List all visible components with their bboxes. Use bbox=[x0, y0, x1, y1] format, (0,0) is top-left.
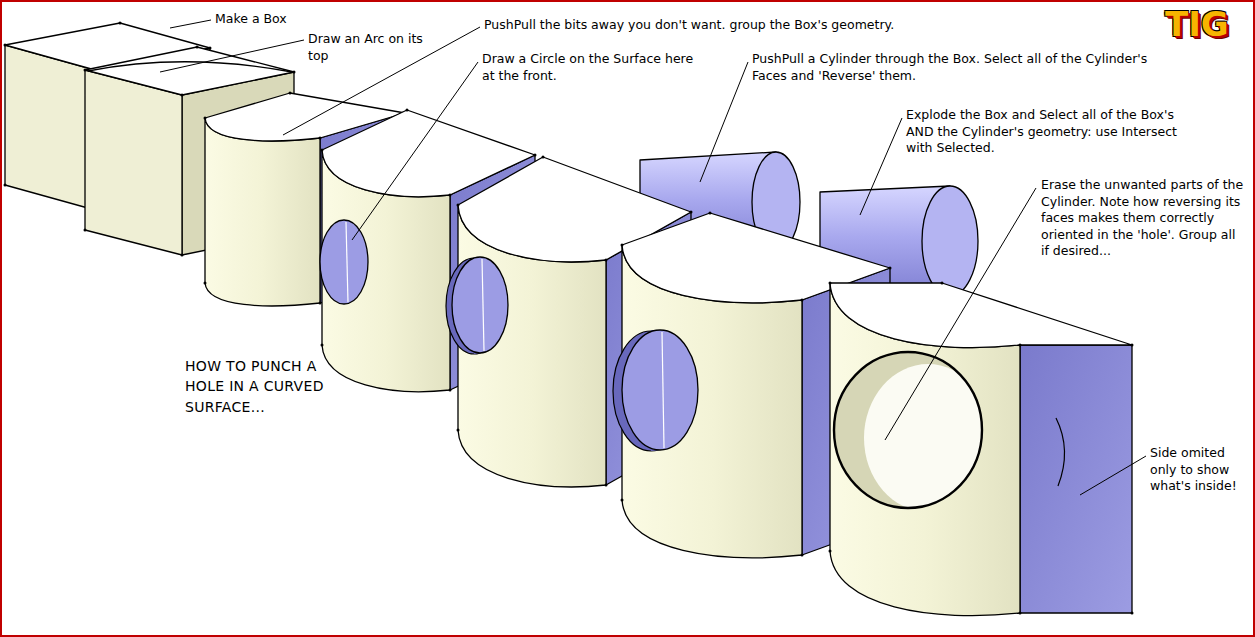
circle-disc bbox=[622, 330, 698, 450]
hole-outline bbox=[834, 352, 982, 508]
leader-lines bbox=[160, 20, 1146, 495]
circle-face bbox=[320, 220, 368, 304]
vertex-dot bbox=[406, 109, 409, 112]
vertex-dot bbox=[319, 137, 322, 140]
leader-line bbox=[885, 188, 1036, 440]
rounded-block bbox=[829, 282, 1134, 616]
vertex-dot bbox=[829, 282, 832, 285]
leader-line bbox=[352, 62, 478, 240]
vertex-dot bbox=[941, 282, 944, 285]
vertex-dot bbox=[209, 47, 212, 50]
vertex-dot bbox=[457, 429, 460, 432]
callout-note: PushPull a Cylinder through the Box. Sel… bbox=[752, 51, 1167, 84]
circle-seam bbox=[482, 259, 484, 351]
vertex-dot bbox=[1131, 344, 1134, 347]
cylinder-cap bbox=[922, 186, 978, 296]
leader-line bbox=[700, 62, 748, 182]
box-front bbox=[5, 45, 95, 210]
vertex-dot bbox=[321, 344, 324, 347]
open-side-face bbox=[1020, 345, 1132, 613]
leader-line bbox=[170, 20, 211, 28]
vertex-dot bbox=[690, 211, 693, 214]
callout-note: Side omited only to show what's inside! bbox=[1150, 445, 1250, 495]
vertex-dot bbox=[534, 154, 537, 157]
vertex-dot bbox=[4, 184, 7, 187]
vertex-dot bbox=[4, 44, 7, 47]
vertex-dot bbox=[801, 554, 804, 557]
vertex-dot bbox=[1131, 612, 1134, 615]
leader-line bbox=[860, 118, 902, 215]
circle-face bbox=[446, 257, 508, 354]
callout-note: Explode the Box and Select all of the Bo… bbox=[906, 107, 1186, 157]
diagram-title: HOW TO PUNCH A HOLE IN A CURVED SURFACE.… bbox=[185, 356, 337, 417]
circle-disc bbox=[320, 220, 368, 304]
leader-line bbox=[160, 40, 304, 72]
vertex-dot bbox=[196, 46, 199, 49]
hole-inside bbox=[864, 364, 992, 512]
vertex-dot bbox=[119, 22, 122, 25]
vertex-dot bbox=[449, 194, 452, 197]
arc-line bbox=[88, 62, 292, 72]
vertex-dot bbox=[829, 550, 832, 553]
vertex-dot bbox=[321, 149, 324, 152]
vertex-dot bbox=[709, 212, 712, 215]
hole-exit-line bbox=[1056, 418, 1065, 486]
circle-seam bbox=[662, 332, 664, 448]
vertex-dot bbox=[801, 299, 804, 302]
vertex-dot bbox=[449, 389, 452, 392]
vertex-dot bbox=[889, 267, 892, 270]
vertex-dot bbox=[319, 302, 322, 305]
vertex-dot bbox=[84, 69, 87, 72]
vertex-dot bbox=[1019, 344, 1022, 347]
box-front bbox=[85, 70, 182, 255]
vertex-dot bbox=[181, 94, 184, 97]
vertex-dot bbox=[457, 204, 460, 207]
curved-face bbox=[205, 118, 320, 306]
vertex-dot bbox=[621, 499, 624, 502]
vertex-dot bbox=[605, 259, 608, 262]
circle-disc bbox=[452, 257, 508, 353]
circle-seam bbox=[346, 222, 348, 302]
leader-line bbox=[283, 27, 480, 135]
vertex-dot bbox=[204, 117, 207, 120]
author-logo: TIG bbox=[1165, 6, 1229, 43]
vertex-dot bbox=[542, 156, 545, 159]
vertex-dot bbox=[204, 282, 207, 285]
leader-line bbox=[1080, 456, 1146, 495]
callout-note: PushPull the bits away you don't want. g… bbox=[484, 17, 894, 34]
vertex-dot bbox=[181, 254, 184, 257]
vertex-dot bbox=[605, 484, 608, 487]
vertex-dot bbox=[621, 244, 624, 247]
callout-note: Make a Box bbox=[215, 11, 287, 28]
callout-note: Draw an Arc on its top bbox=[308, 31, 426, 64]
vertex-dot bbox=[289, 92, 292, 95]
callout-note: Erase the unwanted parts of the Cylinder… bbox=[1041, 177, 1246, 260]
box-top bbox=[85, 47, 294, 95]
circle-face bbox=[613, 330, 698, 451]
vertex-dot bbox=[1019, 612, 1022, 615]
vertex-dot bbox=[293, 71, 296, 74]
callout-note: Draw a Circle on the Surface here at the… bbox=[482, 51, 704, 84]
top-face bbox=[830, 283, 1132, 348]
vertex-dot bbox=[84, 229, 87, 232]
